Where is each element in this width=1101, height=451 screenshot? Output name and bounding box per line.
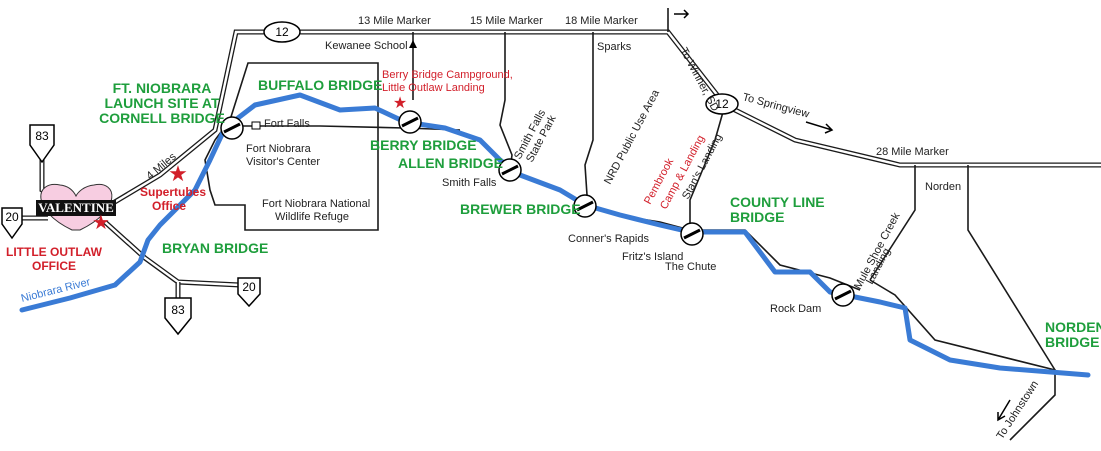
us83-shield-north: 83 <box>29 124 55 164</box>
highway-83-20-south <box>103 220 241 300</box>
norden-road-north <box>869 165 916 281</box>
valentine-label: VALENTINE <box>38 200 114 215</box>
fort-falls-label: Fort Falls <box>264 118 310 130</box>
svg-text:★: ★ <box>92 210 110 234</box>
smith-falls-label: Smith Falls <box>442 177 497 189</box>
svg-text:12: 12 <box>715 97 729 111</box>
county-line-label-1: COUNTY LINE <box>730 194 825 210</box>
fort-falls-road <box>232 125 461 131</box>
launch-icon-fort-niobrara <box>220 116 244 140</box>
mile-marker-18: 18 Mile Marker <box>565 15 638 27</box>
berry-campground-star: ★ <box>393 93 407 112</box>
valentine-marker: VALENTINE <box>36 183 116 231</box>
mile-marker-15: 15 Mile Marker <box>470 15 543 27</box>
bryan-bridge-label: BRYAN BRIDGE <box>162 240 268 256</box>
sparks-label: Sparks <box>597 41 632 53</box>
mile-marker-28: 28 Mile Marker <box>876 146 949 158</box>
svg-text:20: 20 <box>242 280 256 294</box>
norden-bridge-label-2: BRIDGE <box>1045 334 1099 350</box>
svg-text:83: 83 <box>171 303 185 317</box>
launch-icon-berry <box>398 110 422 134</box>
the-chute-label: The Chute <box>665 261 716 273</box>
winner-arrow-icon <box>674 9 690 19</box>
svg-text:★: ★ <box>168 162 188 187</box>
stans-road <box>689 104 726 230</box>
ft-niobrara-label-2: LAUNCH SITE AT <box>104 95 220 111</box>
launch-icon-smith-falls <box>498 158 522 182</box>
sparks-road <box>584 32 594 196</box>
norden-label: Norden <box>925 181 961 193</box>
little-outlaw-star: ★ <box>92 210 110 234</box>
conners-rapids-label: Conner's Rapids <box>568 233 649 245</box>
us12-shield-top: 12 <box>263 21 301 43</box>
supertubes-label-2: Office <box>152 199 186 213</box>
campground-label-2: Little Outlaw Landing <box>382 82 485 94</box>
fritzs-island-label: Fritz's Island <box>622 251 683 263</box>
svg-text:12: 12 <box>275 25 289 39</box>
ft-niobrara-label-1: FT. NIOBRARA <box>113 80 212 96</box>
launch-icon-rock-dam <box>831 283 855 307</box>
springview-arrow-icon <box>805 121 834 134</box>
to-winner-label: To Winner, SD <box>677 46 721 114</box>
launch-icon-chute <box>680 222 704 246</box>
supertubes-label-1: Supertubes <box>140 185 206 199</box>
berry-bridge-label: BERRY BRIDGE <box>370 137 477 153</box>
little-outlaw-label-1: LITTLE OUTLAW <box>6 245 103 259</box>
launch-icon-brewer <box>573 194 597 218</box>
norden-bridge-label-1: NORDEN <box>1045 319 1101 335</box>
us12-shield-east: 12 <box>705 93 739 115</box>
ft-niobrara-label-3: CORNELL BRIDGE <box>99 110 225 126</box>
us20-shield-west: 20 <box>1 207 23 240</box>
norden-road-east <box>967 165 1056 371</box>
brewer-bridge-label: BREWER BRIDGE <box>460 201 581 217</box>
svg-text:83: 83 <box>35 129 49 143</box>
visitor-center-label-1: Fort Niobrara <box>246 143 312 155</box>
buffalo-bridge-label: BUFFALO BRIDGE <box>258 77 382 93</box>
niobrara-river <box>19 92 1091 378</box>
county-line-label-2: BRIDGE <box>730 209 784 225</box>
us20-shield-east: 20 <box>237 277 261 308</box>
campground-label-1: Berry Bridge Campground, <box>382 69 513 81</box>
allen-bridge-label: ALLEN BRIDGE <box>398 155 503 171</box>
kewanee-school-label: Kewanee School <box>325 40 408 52</box>
kewanee-arrow-icon <box>409 40 417 48</box>
rock-dam-label: Rock Dam <box>770 303 821 315</box>
refuge-label-1: Fort Niobrara National <box>262 198 370 210</box>
mile-marker-13: 13 Mile Marker <box>358 15 431 27</box>
little-outlaw-label-2: OFFICE <box>32 259 76 273</box>
smith-falls-road <box>499 32 513 171</box>
visitor-center-label-2: Visitor's Center <box>246 156 320 168</box>
refuge-boundary <box>204 62 379 231</box>
us83-shield-south: 83 <box>164 297 192 336</box>
nrd-label: NRD Public Use Area <box>602 87 662 186</box>
fort-falls-building-icon <box>251 121 261 130</box>
johnstown-arrow-icon <box>997 399 1011 422</box>
svg-text:20: 20 <box>5 210 19 224</box>
supertubes-star: ★ <box>168 162 188 187</box>
refuge-label-2: Wildlife Refuge <box>275 211 349 223</box>
svg-text:★: ★ <box>393 93 407 112</box>
